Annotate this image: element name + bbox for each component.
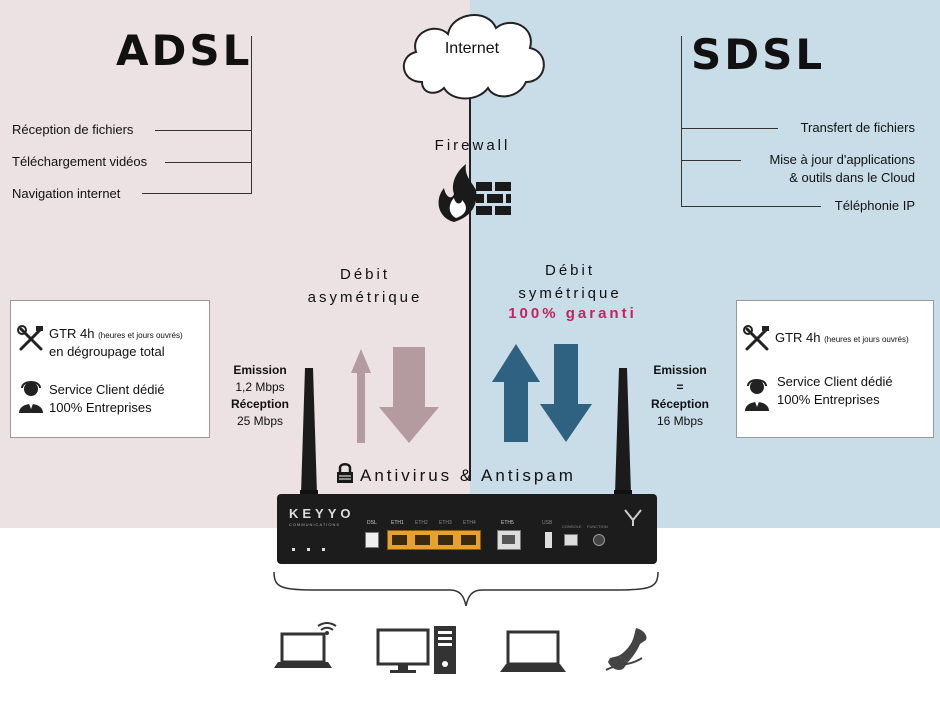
- sdsl-equals: =: [676, 380, 684, 394]
- sdsl-reception-value: 16 Mbps: [656, 414, 704, 428]
- right-antenna-icon: [614, 368, 632, 504]
- adsl-emission-label: Emission: [233, 363, 287, 377]
- sdsl-use-4: Téléphonie IP: [834, 198, 915, 213]
- sdsl-use-2: Mise à jour d'applications: [769, 152, 915, 167]
- adsl-panel: [0, 0, 470, 528]
- port-label-eth4: ETH4: [463, 520, 476, 526]
- sdsl-use-3: & outils dans le Cloud: [789, 170, 915, 185]
- dsl-port: [365, 532, 379, 548]
- support-agent-icon: [19, 381, 43, 413]
- tools-icon: [743, 325, 769, 351]
- center-divider: [469, 60, 471, 480]
- adsl-reception-label: Réception: [230, 397, 289, 411]
- function-button: [593, 534, 605, 546]
- curly-brace: [273, 571, 659, 607]
- adsl-bracket-line-3: [142, 193, 251, 194]
- adsl-gtr-label: GTR 4h: [49, 326, 95, 341]
- port-label-console: CONSOLE: [562, 524, 582, 529]
- sdsl-panel: [470, 0, 940, 528]
- firewall-label: Firewall: [434, 137, 511, 154]
- port-label-eth2: ETH2: [415, 520, 428, 526]
- port-label-usb: USB: [542, 520, 553, 526]
- antivirus-label: Antivirus & Antispam: [360, 466, 576, 485]
- sym-type-label: symétrique: [518, 285, 622, 302]
- adsl-use-3: Navigation internet: [12, 186, 121, 201]
- adsl-service-line1: Service Client dédié: [49, 382, 165, 397]
- router-leds: [292, 538, 325, 556]
- sdsl-reception-label: Réception: [650, 397, 709, 411]
- usb-port: [545, 532, 552, 548]
- adsl-bracket-line-1: [155, 130, 251, 131]
- adsl-reception-value: 25 Mbps: [236, 414, 284, 428]
- internet-label: Internet: [444, 40, 500, 57]
- router-logo-icon: [624, 509, 642, 526]
- port-label-dsl: DSL: [367, 520, 377, 526]
- desktop-tower-icon: [376, 626, 456, 674]
- adsl-emission-value: 1,2 Mbps: [235, 380, 285, 394]
- support-agent-icon: [745, 379, 769, 411]
- telephone-icon: [605, 628, 647, 671]
- tools-icon: [17, 325, 43, 351]
- guaranteed-label: 100% garanti: [508, 305, 637, 322]
- sdsl-gtr-label: GTR 4h: [775, 330, 821, 345]
- adsl-use-2: Téléchargement vidéos: [12, 154, 148, 169]
- sym-arrows-icon: [492, 344, 592, 442]
- adsl-bracket-vertical: [251, 36, 252, 194]
- adsl-title: ADSL: [116, 26, 253, 75]
- sdsl-service-line2: 100% Entreprises: [777, 392, 880, 407]
- sdsl-use-1: Transfert de fichiers: [800, 120, 915, 135]
- sdsl-bracket-line-2: [681, 160, 741, 161]
- asym-arrows-icon: [351, 347, 439, 443]
- asym-type-label: asymétrique: [307, 289, 423, 306]
- sdsl-bracket-line-3: [681, 206, 821, 207]
- sym-debit-label: Débit: [544, 262, 596, 279]
- adsl-use-1: Réception de fichiers: [12, 122, 134, 137]
- adsl-service-line2: 100% Entreprises: [49, 400, 152, 415]
- asym-debit-label: Débit: [339, 266, 391, 283]
- adsl-bracket-line-2: [165, 162, 251, 163]
- router-brand: KEYYO: [289, 506, 355, 521]
- sdsl-rates: Emission = Réception 16 Mbps: [642, 362, 718, 430]
- adsl-gtr-line2: en dégroupage total: [49, 344, 165, 359]
- sdsl-title: SDSL: [691, 30, 826, 79]
- router-brand-sub: COMMUNICATIONS: [289, 522, 341, 527]
- ethernet-ports-block: [387, 530, 481, 550]
- sdsl-bracket-line-1: [681, 128, 778, 129]
- sdsl-info-box: GTR 4h (heures et jours ouvrés) Service …: [736, 300, 934, 438]
- router: KEYYO COMMUNICATIONS DSL ETH1 ETH2 ETH3 …: [277, 494, 657, 564]
- left-antenna-icon: [300, 368, 318, 504]
- eth5-port: [497, 530, 521, 550]
- laptop-wifi-icon: [274, 622, 337, 668]
- adsl-gtr-detail: (heures et jours ouvrés): [98, 331, 183, 340]
- port-label-eth5: ETH5: [501, 520, 514, 526]
- sdsl-bracket-vertical: [681, 36, 682, 206]
- cloud-icon: [402, 14, 545, 100]
- sdsl-service-line1: Service Client dédié: [777, 374, 893, 389]
- sdsl-gtr-detail: (heures et jours ouvrés): [824, 335, 909, 344]
- padlock-icon: [337, 463, 353, 483]
- console-port: [564, 534, 578, 546]
- port-label-eth3: ETH3: [439, 520, 452, 526]
- sdsl-emission-label: Emission: [653, 363, 707, 377]
- adsl-info-box: GTR 4h (heures et jours ouvrés) en dégro…: [10, 300, 210, 438]
- laptop-icon: [500, 630, 566, 672]
- firewall-icon: [438, 164, 511, 222]
- port-label-function: FUNCTION: [587, 524, 608, 529]
- adsl-rates: Emission 1,2 Mbps Réception 25 Mbps: [220, 362, 300, 430]
- port-label-eth1: ETH1: [391, 520, 404, 526]
